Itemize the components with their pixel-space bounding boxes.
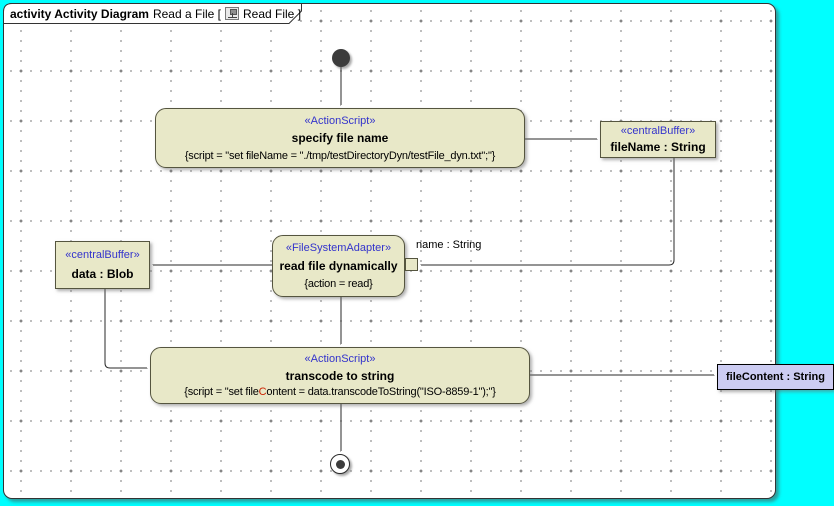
central-buffer-filename[interactable]: «centralBuffer» fileName : String (600, 121, 716, 158)
edge-filename-buffer-to-name-pin[interactable] (421, 158, 675, 266)
stereotype-label: «FileSystemAdapter» (285, 242, 392, 254)
frame-header-text: activity Activity Diagram Read a File [ … (10, 3, 301, 24)
buffer-name-label: fileName : String (610, 139, 706, 154)
action-name-label: transcode to string (285, 368, 395, 383)
stereotype-label: «ActionScript» (304, 352, 376, 365)
action-name-label: specify file name (291, 131, 389, 145)
object-node-label: fileContent : String (726, 371, 825, 383)
action-script-text: {script = "set fileName = "./tmp/testDir… (184, 149, 496, 162)
input-pin-label: name : String (416, 239, 482, 251)
stereotype-label: «ActionScript» (304, 114, 376, 127)
object-node-filecontent[interactable]: fileContent : String (717, 364, 834, 390)
edge-data-buffer-to-transcode[interactable] (104, 289, 147, 368)
action-read-file-dynamically[interactable]: «FileSystemAdapter» read file dynamicall… (272, 235, 405, 297)
stereotype-label: «centralBuffer» (65, 249, 140, 261)
diagram-frame-header[interactable]: activity Activity Diagram Read a File [ … (3, 3, 303, 24)
action-name-label: read file dynamically (279, 259, 398, 273)
diagram-kind-label: activity Activity Diagram (10, 6, 149, 21)
activity-final-core (335, 459, 345, 469)
activity-diagram-icon (225, 7, 239, 20)
initial-node[interactable] (332, 49, 350, 67)
diagram-name-label: Read a File [ (152, 6, 221, 21)
action-script-text: {script = "set fileContent = data.transc… (184, 386, 496, 399)
action-specify-file-name[interactable]: «ActionScript» specify file name {script… (155, 108, 525, 168)
buffer-name-label: data : Blob (71, 267, 134, 281)
stereotype-label: «centralBuffer» (620, 125, 696, 138)
diagram-content-label: Read File ] (243, 6, 302, 21)
action-transcode-to-string[interactable]: «ActionScript» transcode to string {scri… (150, 347, 530, 404)
action-constraint-text: {action = read} (304, 278, 373, 290)
activity-final-node[interactable] (330, 454, 350, 474)
central-buffer-data[interactable]: «centralBuffer» data : Blob (55, 241, 150, 289)
input-pin-name[interactable] (405, 258, 418, 271)
script-highlight-char: C (258, 386, 267, 399)
